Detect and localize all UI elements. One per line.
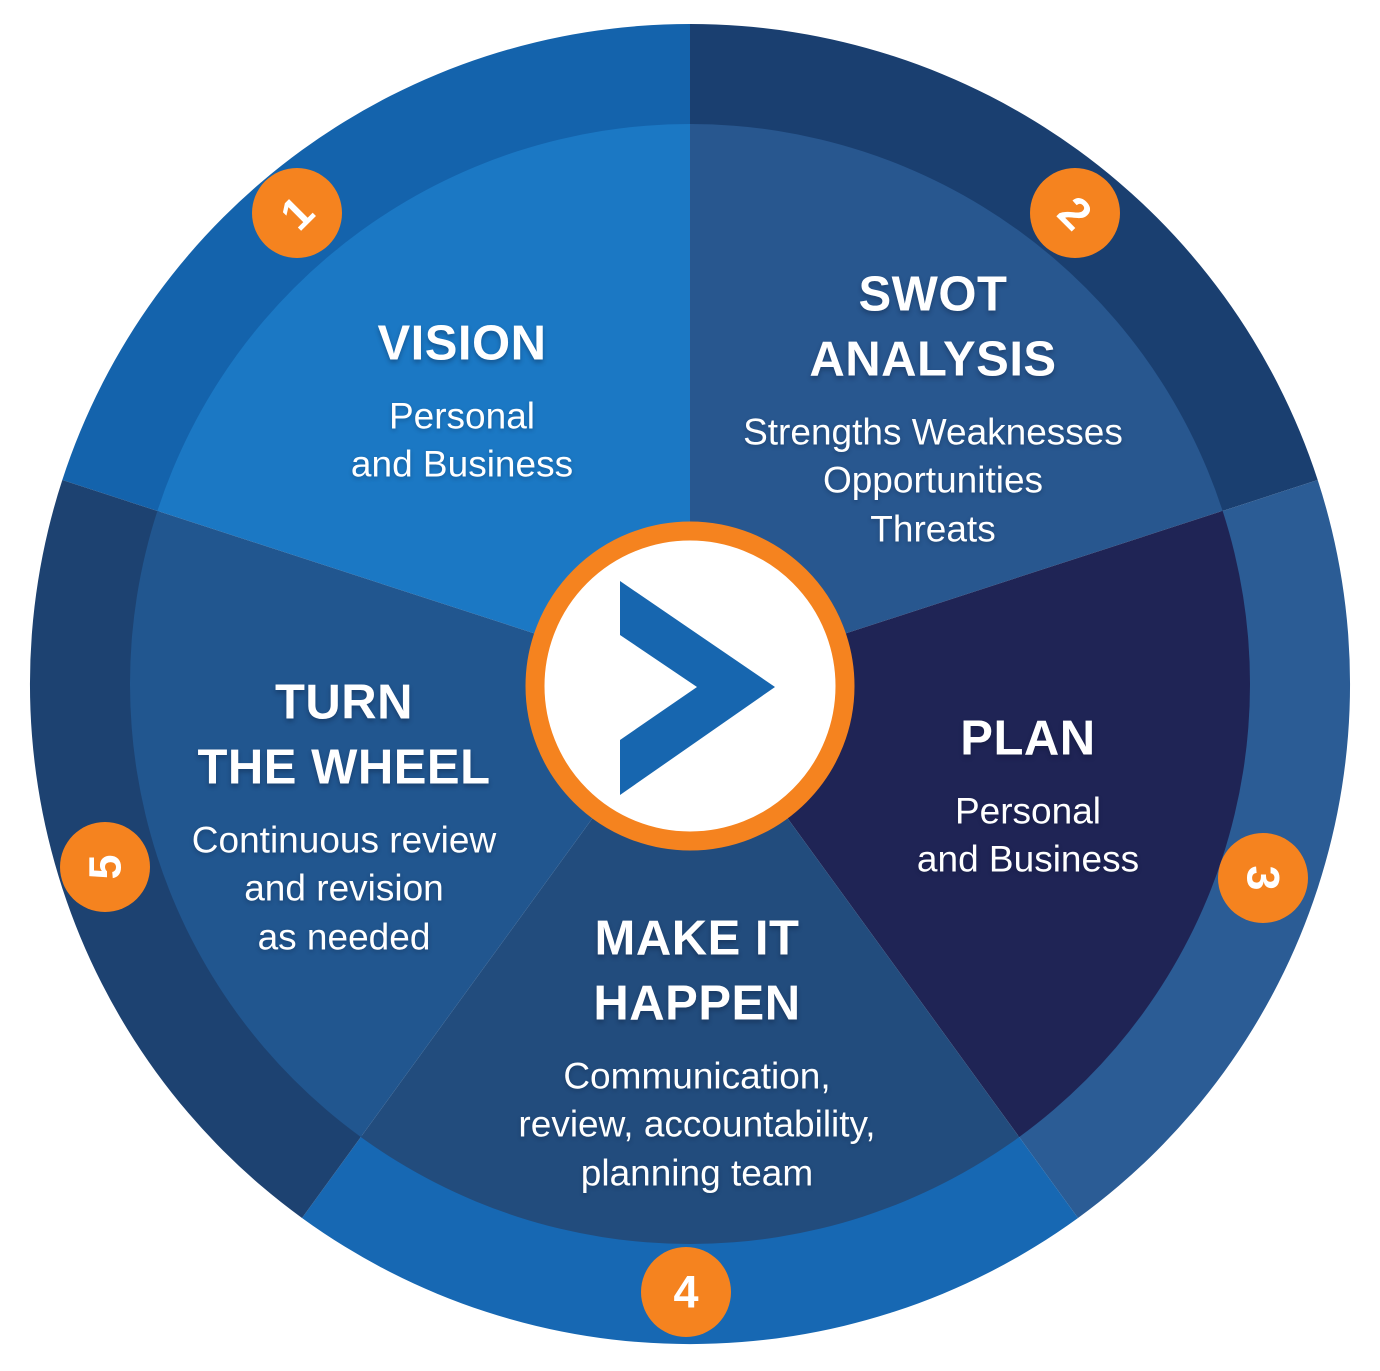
pie-sector-swot — [690, 124, 1223, 684]
badge-circle-5 — [60, 822, 150, 912]
badge-circle-3 — [1218, 833, 1308, 923]
chevron-right-icon — [620, 581, 775, 795]
ring-sector-turn-the-wheel — [29, 480, 362, 1218]
ring-sector-vision — [62, 24, 691, 512]
badge-number-3: 3 — [1238, 865, 1289, 890]
badge-circle-2 — [1030, 168, 1120, 258]
badge-number-5: 5 — [80, 854, 131, 879]
ring-sector-swot — [690, 24, 1318, 512]
badge-number-4: 4 — [673, 1267, 698, 1318]
ring-sector-plan — [1018, 480, 1351, 1218]
pie-sector-vision — [157, 124, 690, 684]
badge-circle-4 — [641, 1247, 731, 1337]
ring-sector-make-it-happen — [302, 1135, 1078, 1345]
pie-sector-make-it-happen — [360, 684, 1020, 1244]
center-hub-circle — [535, 531, 845, 841]
badge-circle-1 — [252, 168, 342, 258]
center-hub-ring — [525, 521, 855, 851]
